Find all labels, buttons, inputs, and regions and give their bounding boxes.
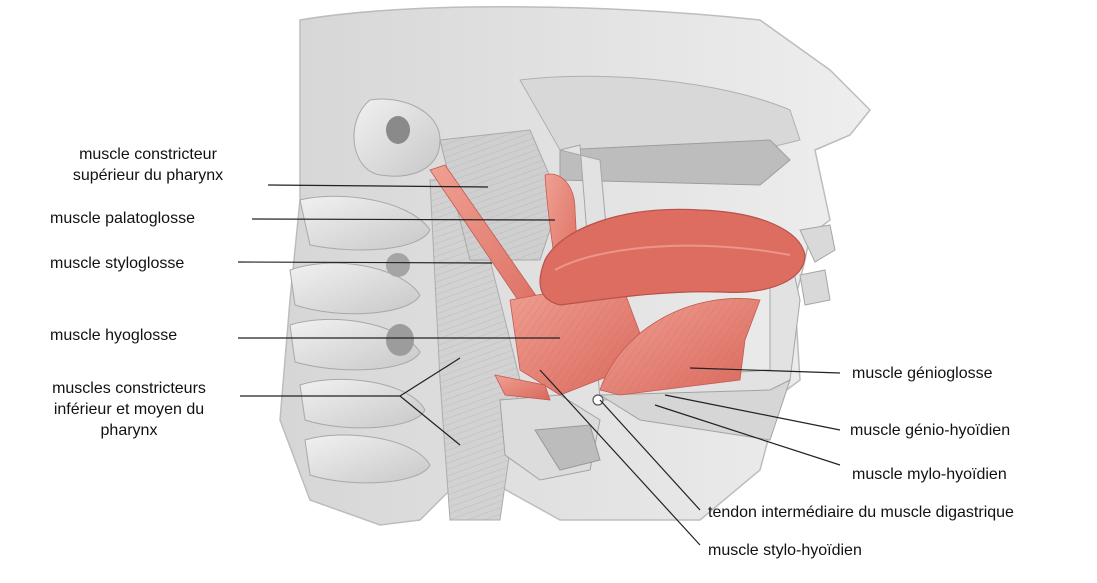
label-hyoglosse: muscle hyoglosse <box>50 325 177 346</box>
label-mylo-hyoidien: muscle mylo-hyoïdien <box>852 464 1007 485</box>
label-genio-hyoidien: muscle génio-hyoïdien <box>850 420 1010 441</box>
lips-chin <box>800 225 835 305</box>
label-stylo-hyoidien: muscle stylo-hyoïdien <box>708 540 862 561</box>
label-constricteur-superieur: muscle constricteur supérieur du pharynx <box>38 144 258 186</box>
label-tendon-digastrique: tendon intermédiaire du muscle digastriq… <box>708 502 1014 523</box>
label-genioglosse: muscle génioglosse <box>852 363 993 384</box>
tendon-marker <box>593 395 603 405</box>
label-styloglosse: muscle styloglosse <box>50 253 184 274</box>
label-constricteurs-inf-moyen: muscles constricteurs inférieur et moyen… <box>14 378 244 441</box>
label-palatoglosse: muscle palatoglosse <box>50 208 195 229</box>
